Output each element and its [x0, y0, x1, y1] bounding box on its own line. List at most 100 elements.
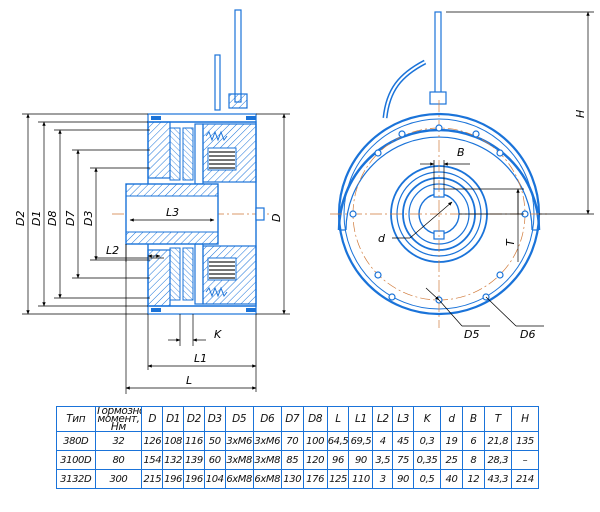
- header-cell: B: [461, 406, 485, 432]
- table-cell: 12: [461, 469, 485, 489]
- table-cell: 6: [461, 431, 485, 451]
- table-cell: 60: [203, 450, 226, 470]
- table-cell: 3132D: [56, 469, 96, 489]
- dim-label-L: L: [186, 374, 192, 387]
- table-cell: 0,3: [412, 431, 442, 451]
- left-view-dimensions: [22, 113, 290, 394]
- table-cell: 19: [440, 431, 463, 451]
- dim-label-D1: D1: [30, 211, 43, 226]
- technical-drawing: D2 D1 D8 D7 D3 D L3 L2 K L1 L: [14, 9, 594, 394]
- table-cell: 3,5: [372, 450, 394, 470]
- table-cell: 135: [510, 431, 540, 451]
- side-section-view: [112, 9, 270, 315]
- table-cell: 69,5: [348, 431, 374, 451]
- header-cell: d: [440, 406, 463, 432]
- dim-label-D2: D2: [14, 211, 27, 226]
- table-cell: 75: [392, 450, 414, 470]
- table-cell: 3хМ6: [252, 431, 282, 451]
- table-cell: 96: [326, 450, 350, 470]
- table-cell: 214: [510, 469, 540, 489]
- table-cell: 80: [94, 450, 143, 470]
- table-cell: 139: [182, 450, 205, 470]
- dim-label-H: H: [574, 110, 587, 118]
- header-cell: H: [510, 406, 540, 432]
- dim-label-K: K: [214, 328, 222, 341]
- header-cell: D5: [224, 406, 254, 432]
- dim-label-L3: L3: [166, 206, 179, 219]
- dim-label-D3: D3: [82, 211, 95, 226]
- table-cell: 196: [162, 469, 184, 489]
- table-cell: 45: [392, 431, 414, 451]
- table-cell: 0,5: [412, 469, 442, 489]
- header-cell: L1: [348, 406, 374, 432]
- table-cell: 130: [280, 469, 304, 489]
- table-cell: 32: [94, 431, 143, 451]
- header-cell: Тормозной момент, Нм: [94, 406, 143, 432]
- table-cell: 380D: [56, 431, 96, 451]
- table-cell: 6хМ8: [252, 469, 282, 489]
- header-cell: D6: [252, 406, 282, 432]
- table-cell: 6хМ8: [224, 469, 254, 489]
- header-cell: D8: [302, 406, 328, 432]
- table-cell: 3хМ6: [224, 431, 254, 451]
- right-view-dimensions: [392, 11, 594, 327]
- table-cell: 108: [162, 431, 184, 451]
- dim-label-L1: L1: [194, 352, 207, 365]
- table-cell: 21,8: [483, 431, 512, 451]
- table-cell: 90: [392, 469, 414, 489]
- header-cell: D: [141, 406, 164, 432]
- table-cell: 3100D: [56, 450, 96, 470]
- header-cell: T: [483, 406, 512, 432]
- table-row: 380D 32 126 108 116 50 3хМ6 3хМ6 70 100 …: [56, 431, 540, 451]
- table-cell: 50: [203, 431, 226, 451]
- header-cell: D7: [280, 406, 304, 432]
- table-cell: 300: [94, 469, 143, 489]
- header-cell: D3: [203, 406, 226, 432]
- header-cell: D1: [162, 406, 184, 432]
- table-cell: 132: [162, 450, 184, 470]
- left-view-labels: D2 D1 D8 D7 D3 D L3 L2 K L1 L: [14, 206, 283, 387]
- header-cell: K: [412, 406, 442, 432]
- table-cell: 28,3: [483, 450, 512, 470]
- table-cell: 40: [440, 469, 463, 489]
- table-cell: 0,35: [412, 450, 442, 470]
- front-view: [330, 11, 548, 328]
- dim-label-T: T: [504, 238, 517, 246]
- dim-label-D7: D7: [64, 211, 77, 226]
- table-header-row: Тип Тормозной момент, Нм D D1 D2 D3 D5 D…: [56, 406, 540, 432]
- table-cell: 126: [141, 431, 164, 451]
- dim-label-B: B: [457, 146, 465, 159]
- table-cell: 8: [461, 450, 485, 470]
- table-row: 3132D 300 215 196 196 104 6хМ8 6хМ8 130 …: [56, 469, 540, 489]
- table-cell: 3хМ8: [252, 450, 282, 470]
- table-cell: 154: [141, 450, 164, 470]
- table-cell: –: [510, 450, 540, 470]
- table-cell: 196: [182, 469, 205, 489]
- spec-table: Тип Тормозной момент, Нм D D1 D2 D3 D5 D…: [56, 406, 540, 489]
- table-cell: 125: [326, 469, 350, 489]
- table-cell: 90: [348, 450, 374, 470]
- table-cell: 64,5: [326, 431, 350, 451]
- header-cell: L2: [372, 406, 394, 432]
- table-cell: 85: [280, 450, 304, 470]
- table-cell: 25: [440, 450, 463, 470]
- dim-label-D6: D6: [520, 328, 535, 341]
- table-cell: 110: [348, 469, 374, 489]
- header-cell: Тип: [56, 406, 96, 432]
- right-view-labels: H B T d D5 D6: [378, 110, 587, 341]
- header-cell: L: [326, 406, 350, 432]
- table-cell: 70: [280, 431, 304, 451]
- table-cell: 3хМ8: [224, 450, 254, 470]
- dim-label-D5: D5: [464, 328, 479, 341]
- dim-label-L2: L2: [106, 244, 119, 257]
- table-cell: 100: [302, 431, 328, 451]
- table-cell: 215: [141, 469, 164, 489]
- header-cell: L3: [392, 406, 414, 432]
- table-cell: 116: [182, 431, 205, 451]
- table-cell: 43,3: [483, 469, 512, 489]
- dim-label-D: D: [270, 214, 283, 222]
- table-cell: 120: [302, 450, 328, 470]
- table-cell: 3: [372, 469, 394, 489]
- dim-label-D8: D8: [46, 211, 59, 226]
- table-cell: 176: [302, 469, 328, 489]
